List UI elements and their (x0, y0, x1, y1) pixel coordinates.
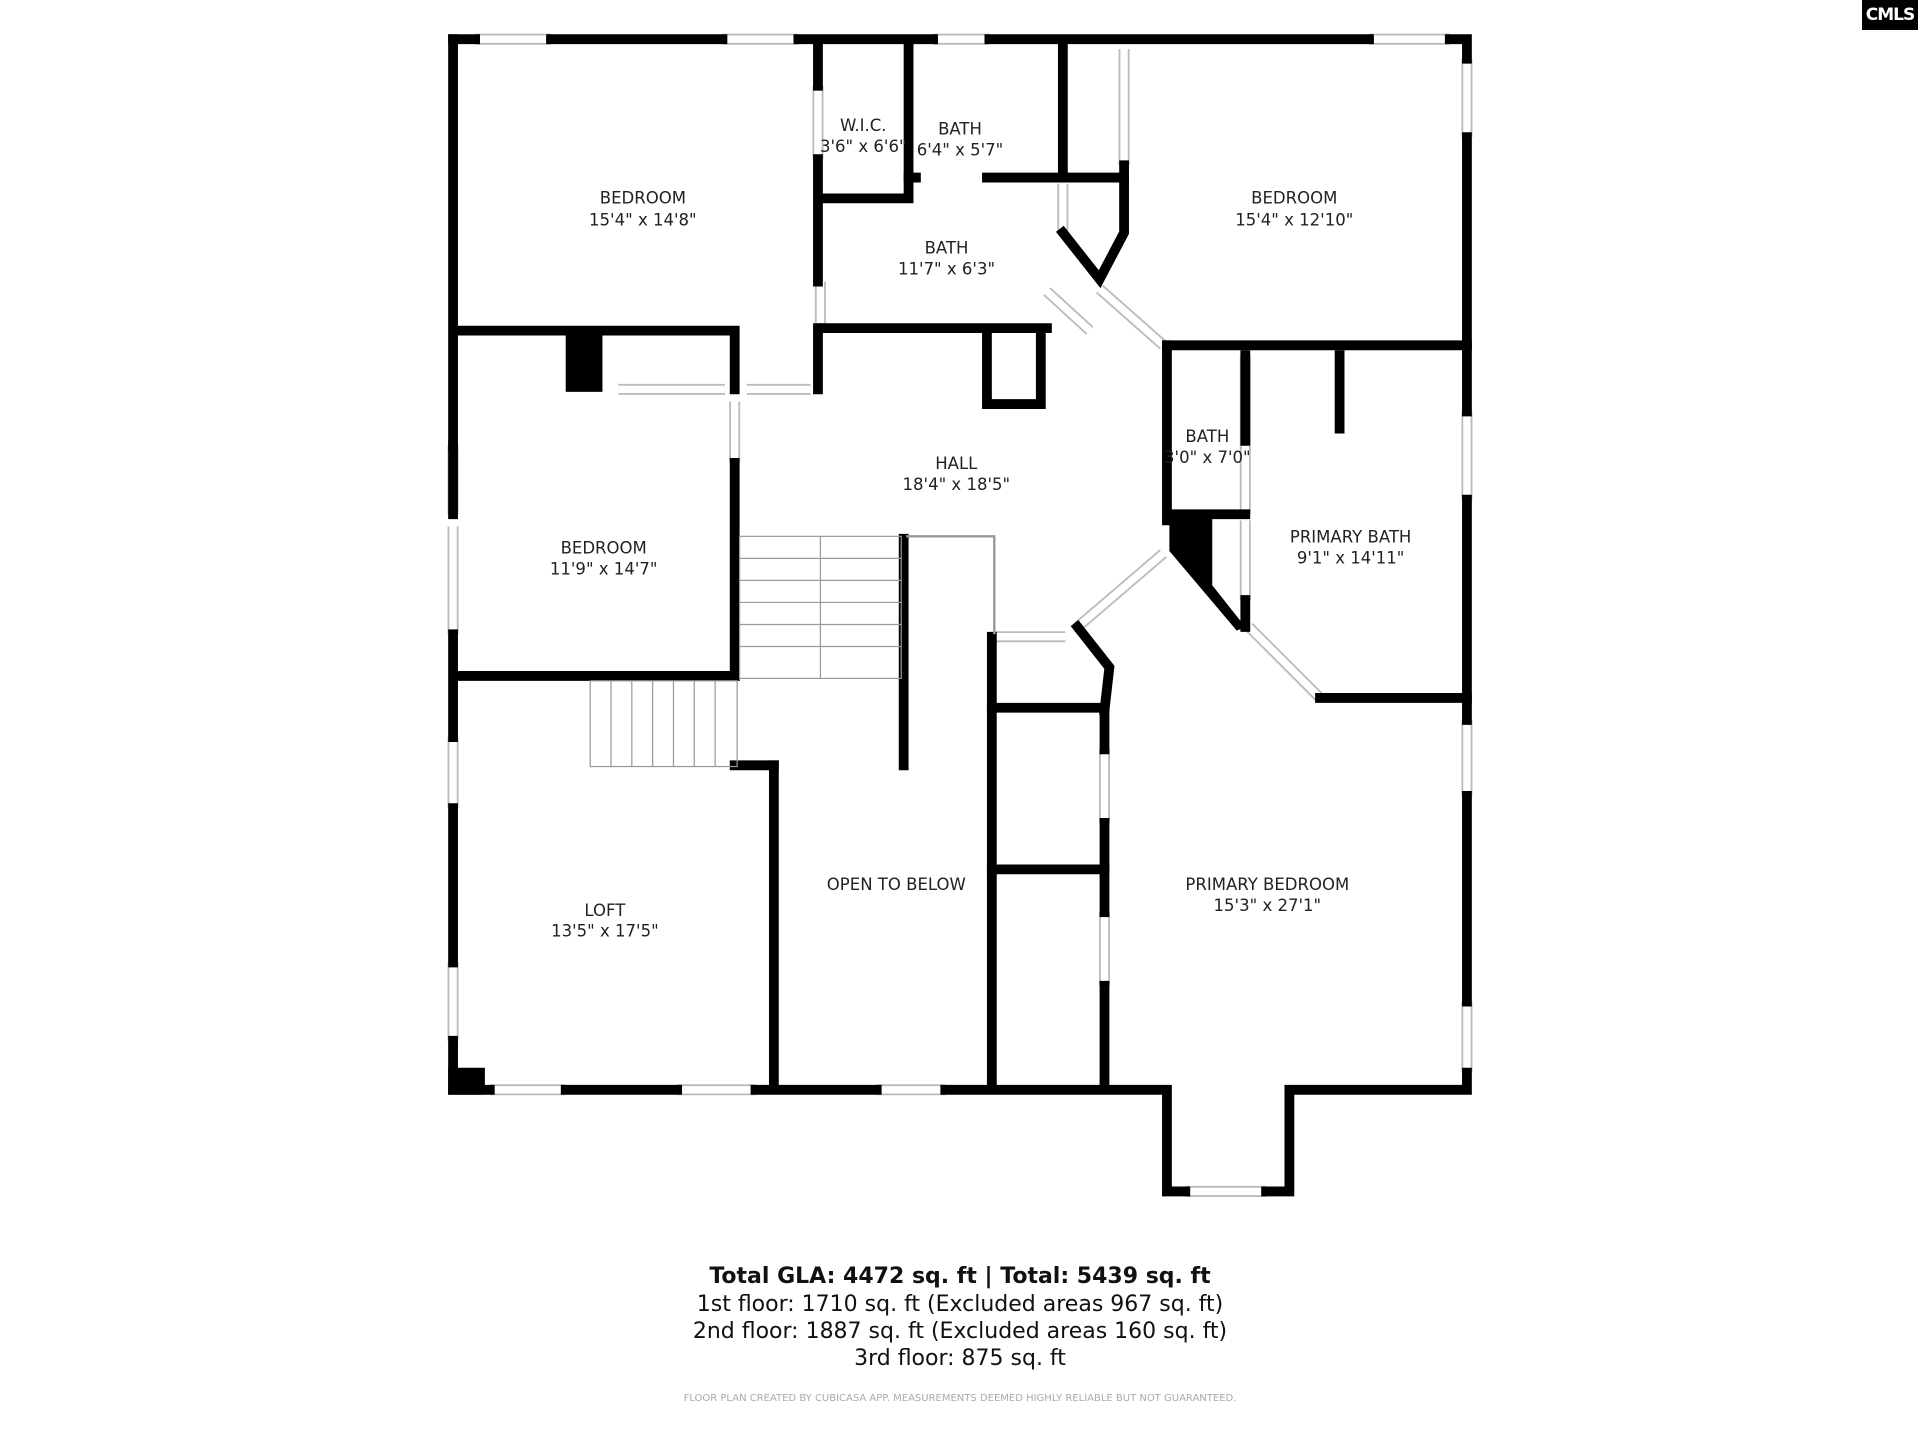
room-hall: HALL 18'4" x 18'5" (903, 454, 1011, 494)
svg-text:BEDROOM: BEDROOM (561, 538, 647, 557)
room-bedroom-1: BEDROOM 15'4" x 14'8" (589, 188, 697, 229)
floor-3-area: 3rd floor: 875 sq. ft (854, 1346, 1066, 1371)
stair-run-lower (589, 680, 738, 768)
room-bedroom-2: BEDROOM 15'4" x 12'10" (1235, 188, 1353, 229)
svg-text:OPEN TO BELOW: OPEN TO BELOW (827, 875, 966, 894)
total-area: Total GLA: 4472 sq. ft | Total: 5439 sq.… (709, 1264, 1211, 1289)
room-bath-2: BATH 11'7" x 6'3" (898, 238, 995, 278)
wall (453, 325, 740, 395)
window-pane (1097, 286, 1166, 349)
window-pane (1044, 288, 1093, 334)
room-open-to-below: OPEN TO BELOW (827, 875, 966, 894)
svg-text:BEDROOM: BEDROOM (1251, 188, 1337, 207)
room-wic: W.I.C. 3'6" x 6'6" (820, 116, 907, 156)
wall (1444, 34, 1472, 64)
svg-text:15'3" x 27'1": 15'3" x 27'1" (1214, 896, 1322, 915)
svg-text:11'9" x 14'7": 11'9" x 14'7" (550, 559, 658, 578)
windows (447, 33, 1473, 1197)
svg-text:18'4" x 18'5": 18'4" x 18'5" (903, 475, 1011, 494)
svg-text:13'5" x 17'5": 13'5" x 17'5" (551, 922, 659, 941)
wall (1261, 1067, 1472, 1197)
room-primary-bedroom: PRIMARY BEDROOM 15'3" x 27'1" (1185, 875, 1349, 915)
cmls-logo: CMLS (1862, 0, 1918, 30)
window-pane (1246, 624, 1323, 701)
wall (817, 39, 914, 204)
room-bath-3: BATH 3'0" x 7'0" (1164, 427, 1251, 467)
walls (448, 34, 1472, 1197)
svg-text:PRIMARY BATH: PRIMARY BATH (1290, 527, 1411, 546)
stairs (589, 535, 996, 768)
wall (1070, 620, 1115, 716)
svg-text:6'4" x 5'7": 6'4" x 5'7" (917, 141, 1004, 160)
svg-text:HALL: HALL (935, 454, 978, 473)
floor-1-area: 1st floor: 1710 sq. ft (Excluded areas 9… (696, 1292, 1224, 1317)
floor-2-area: 2nd floor: 1887 sq. ft (Excluded areas 1… (692, 1319, 1228, 1344)
wall (1055, 160, 1129, 289)
svg-text:BEDROOM: BEDROOM (600, 188, 686, 207)
room-loft: LOFT 13'5" x 17'5" (551, 901, 659, 941)
svg-text:9'1" x 14'11": 9'1" x 14'11" (1297, 548, 1405, 567)
svg-text:PRIMARY BEDROOM: PRIMARY BEDROOM (1185, 875, 1349, 894)
svg-text:3'6" x 6'6": 3'6" x 6'6" (820, 137, 907, 156)
room-primary-bath: PRIMARY BATH 9'1" x 14'11" (1290, 527, 1411, 567)
svg-text:15'4" x 14'8": 15'4" x 14'8" (589, 210, 697, 229)
wall-corner (448, 1067, 485, 1095)
svg-text:W.I.C.: W.I.C. (840, 116, 887, 135)
wall (940, 1084, 1191, 1197)
wall-chase (1169, 516, 1246, 631)
svg-text:15'4" x 12'10": 15'4" x 12'10" (1235, 210, 1353, 229)
svg-text:BATH: BATH (938, 120, 982, 139)
room-labels: BEDROOM 15'4" x 14'8" W.I.C. 3'6" x 6'6" B… (550, 116, 1411, 941)
wall-column (565, 333, 603, 392)
svg-text:11'7" x 6'3": 11'7" x 6'3" (898, 259, 995, 278)
disclaimer: FLOOR PLAN CREATED BY CUBICASA APP. MEAS… (683, 1393, 1237, 1404)
railing (906, 535, 996, 635)
svg-text:BATH: BATH (925, 238, 969, 257)
room-bath-1: BATH 6'4" x 5'7" (917, 120, 1004, 160)
window-pane (1075, 550, 1166, 630)
room-bedroom-3: BEDROOM 11'9" x 14'7" (550, 538, 658, 578)
svg-text:3'0" x 7'0": 3'0" x 7'0" (1164, 448, 1251, 467)
svg-text:LOFT: LOFT (584, 901, 626, 920)
wall (982, 331, 1046, 409)
svg-text:BATH: BATH (1185, 427, 1229, 446)
